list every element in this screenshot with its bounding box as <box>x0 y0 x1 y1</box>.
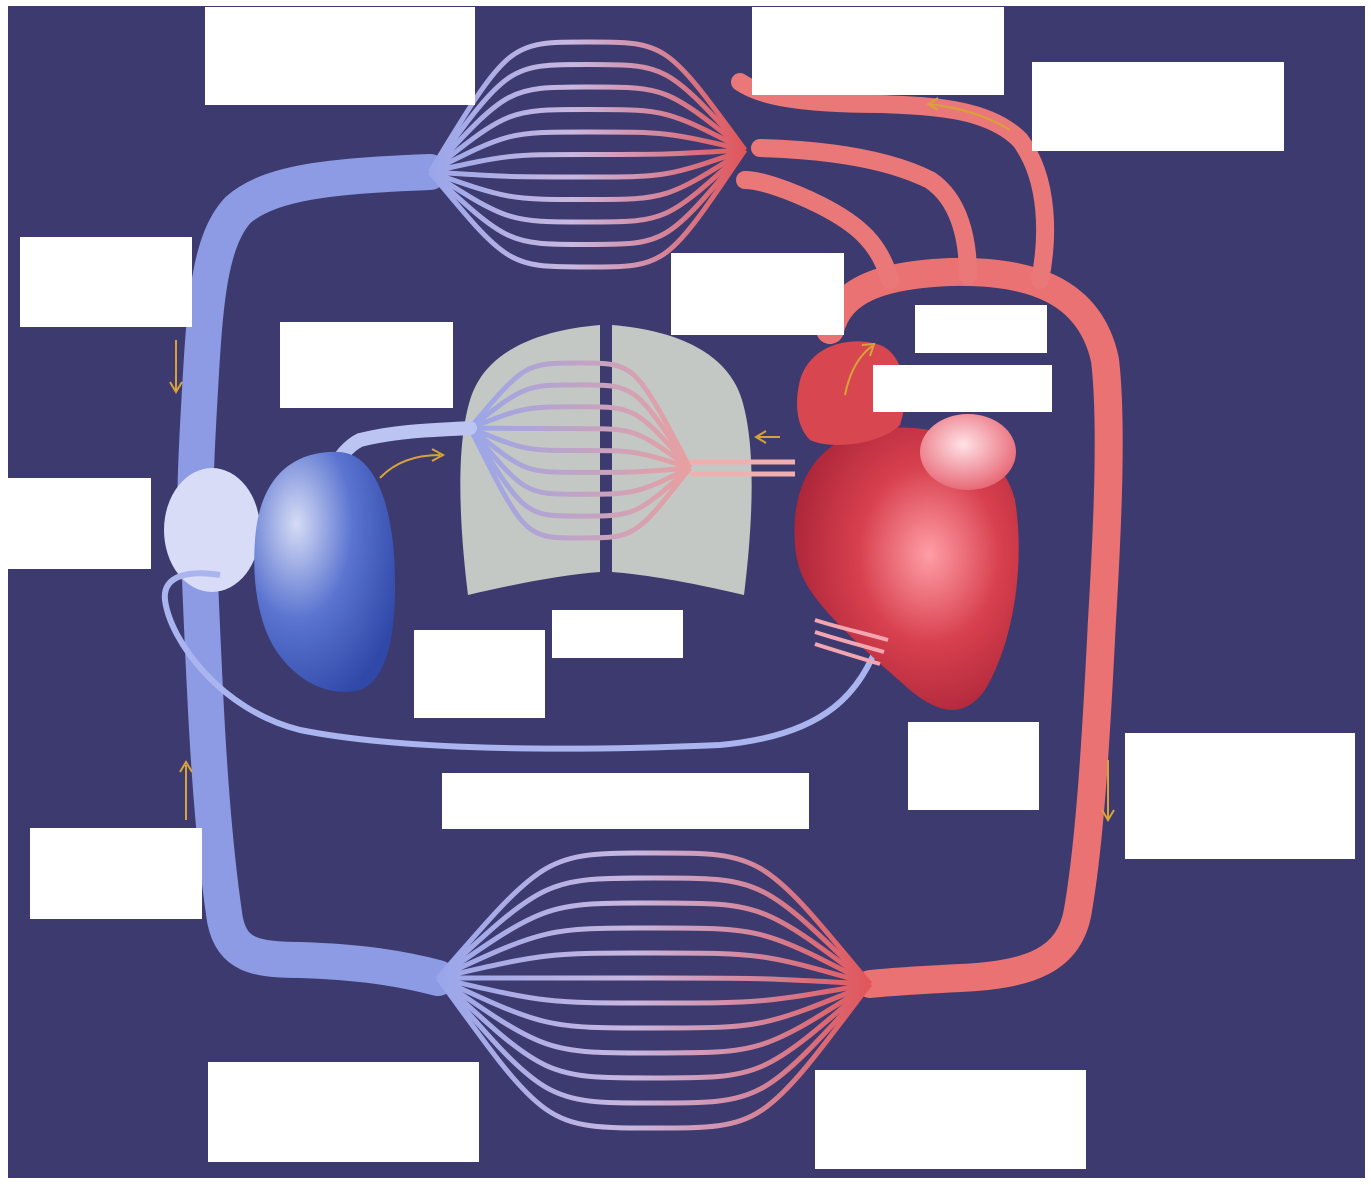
label-box <box>20 237 192 327</box>
label-box <box>908 722 1039 810</box>
label-box <box>208 1062 479 1162</box>
label-box <box>815 1070 1086 1169</box>
label-box <box>414 630 545 718</box>
label-box <box>8 478 151 569</box>
label-box <box>671 253 844 335</box>
label-box <box>752 7 1004 95</box>
label-box <box>873 365 1052 412</box>
label-box <box>1032 62 1284 151</box>
label-box <box>915 305 1047 353</box>
label-box <box>442 773 809 829</box>
label-box <box>552 610 683 658</box>
atrial-appendage <box>920 414 1016 490</box>
label-box <box>30 828 202 919</box>
label-box <box>1125 733 1355 859</box>
label-box <box>280 322 453 408</box>
label-box <box>205 7 475 105</box>
